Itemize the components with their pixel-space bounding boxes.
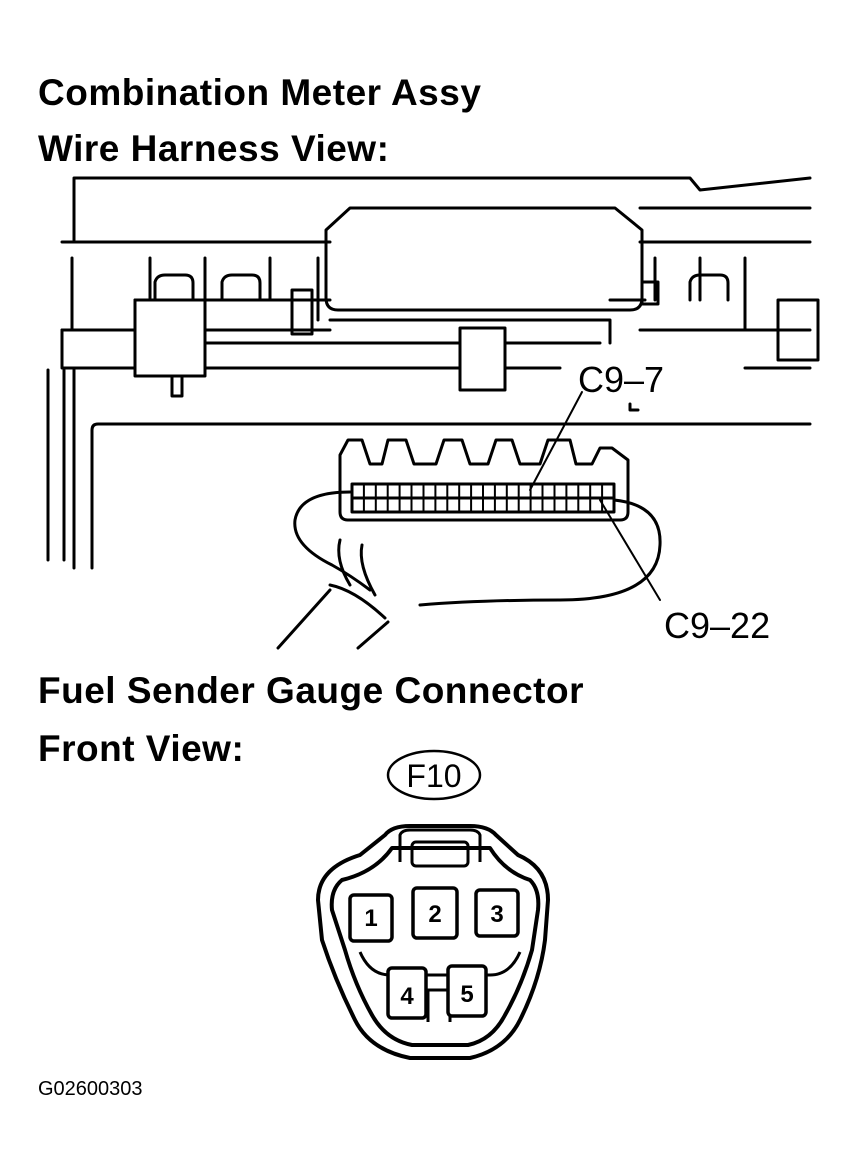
- meter-housing: [46, 176, 820, 570]
- pin-cavity-3: [474, 888, 520, 938]
- connector-c9: [338, 438, 630, 522]
- pin-cavity-2: [411, 886, 459, 940]
- leader-c9-22: [599, 499, 661, 601]
- connector-tag: F10: [406, 758, 461, 794]
- leader-c9-7: [529, 391, 583, 491]
- callout-c9-22: C9–22: [664, 605, 770, 646]
- pin-label-2: 2: [428, 901, 441, 928]
- pin-label-1: 1: [364, 905, 377, 932]
- pin-label-3: 3: [490, 901, 503, 928]
- sender-title-line2: Front View:: [38, 728, 245, 769]
- connector-f10: [316, 824, 550, 1060]
- meter-title-line2: Wire Harness View:: [38, 128, 390, 169]
- sender-title-line1: Fuel Sender Gauge Connector: [38, 670, 584, 711]
- connector-tag-oval: [386, 749, 482, 801]
- pin-label-4: 4: [400, 983, 414, 1010]
- callout-c9-7: C9–7: [578, 359, 664, 400]
- pin-cavity-1: [348, 893, 394, 943]
- pin-label-5: 5: [460, 981, 473, 1008]
- pin-cavity-5: [446, 964, 488, 1018]
- pin-cavity-4: [386, 966, 428, 1020]
- wire-harness: [276, 490, 662, 650]
- figure-code: G02600303: [38, 1078, 143, 1100]
- meter-title-line1: Combination Meter Assy: [38, 72, 482, 113]
- f10-pin-cavities: [348, 886, 520, 1020]
